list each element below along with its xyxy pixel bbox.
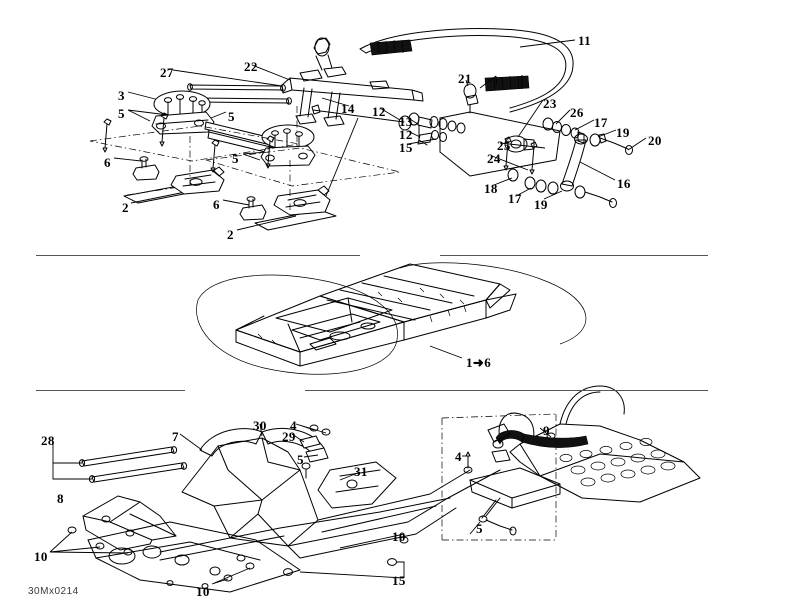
callout-8: 8 xyxy=(57,491,64,506)
callout-5-b: 5 xyxy=(228,109,235,124)
callout-12-b: 12 xyxy=(399,127,413,142)
callout-19-b: 19 xyxy=(534,197,548,212)
callout-4-b: 4 xyxy=(455,449,462,464)
callout-5-a: 5 xyxy=(118,106,125,121)
callout-15-b: 15 xyxy=(392,573,406,588)
callout-5-c: 5 xyxy=(232,151,239,166)
callout-16: 16 xyxy=(617,176,631,191)
callout-10-c: 10 xyxy=(392,529,406,544)
callout-31: 31 xyxy=(354,464,368,479)
callout-24: 24 xyxy=(487,151,501,166)
callout-5-e: 5 xyxy=(476,521,483,536)
callout-6-a: 6 xyxy=(104,155,111,170)
callout-4-a: 4 xyxy=(290,418,297,433)
callout-15-a: 15 xyxy=(399,140,413,155)
callout-26: 26 xyxy=(570,105,584,120)
callout-17-b: 17 xyxy=(508,191,522,206)
callout-1-to-6: 1➜6 xyxy=(466,355,492,370)
callout-12-a: 12 xyxy=(372,104,386,119)
callout-28: 28 xyxy=(41,433,55,448)
callout-10-a: 10 xyxy=(34,549,48,564)
panel-divider-mask-a xyxy=(360,255,440,258)
callout-20: 20 xyxy=(648,133,662,148)
catalog-code: 30Mx0214 xyxy=(28,586,79,597)
callout-23: 23 xyxy=(543,96,557,111)
callout-25: 25 xyxy=(497,138,511,153)
callout-17-a: 17 xyxy=(594,115,608,130)
callout-22: 22 xyxy=(244,59,258,74)
callout-10-b: 10 xyxy=(196,584,210,599)
callout-30: 30 xyxy=(253,418,267,433)
callout-19-a: 19 xyxy=(616,125,630,140)
callout-29: 29 xyxy=(282,429,296,444)
callout-18: 18 xyxy=(484,181,498,196)
callout-2-b: 2 xyxy=(227,227,234,242)
callout-21: 21 xyxy=(458,71,472,86)
callout-3: 3 xyxy=(118,88,125,103)
panel-divider-mask-b xyxy=(185,390,305,393)
callout-5-d: 5 xyxy=(297,452,304,467)
callout-11: 11 xyxy=(578,33,592,48)
callout-13: 13 xyxy=(399,114,413,129)
callout-7: 7 xyxy=(172,429,179,444)
callout-9: 9 xyxy=(543,423,550,438)
callout-6-b: 6 xyxy=(213,197,220,212)
callout-2-a: 2 xyxy=(122,200,129,215)
panel-divider-bottom xyxy=(36,390,708,391)
callout-27: 27 xyxy=(160,65,174,80)
callout-14: 14 xyxy=(341,101,355,116)
